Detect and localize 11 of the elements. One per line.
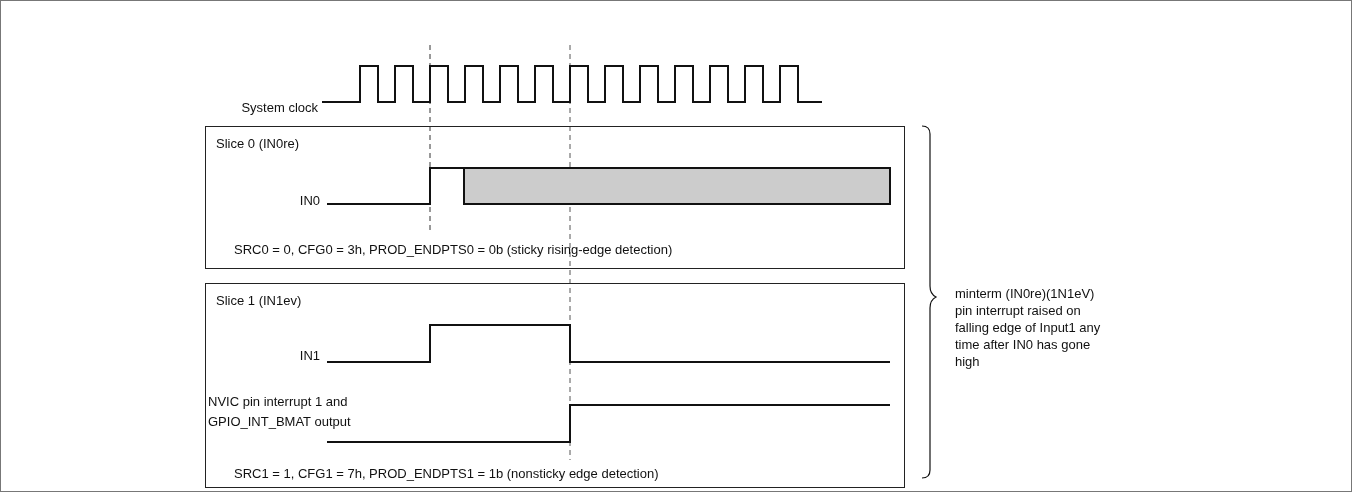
signal-label: IN0 bbox=[298, 192, 320, 209]
signal-label: NVIC pin interrupt 1 and GPIO_INT_BMAT output bbox=[208, 393, 352, 431]
signal-label: IN1 bbox=[298, 347, 320, 364]
config-note: SRC0 = 0, CFG0 = 3h, PROD_ENDPTS0 = 0b (sticky rising-edge detection) bbox=[234, 241, 673, 258]
slice-panel bbox=[205, 126, 905, 269]
slice-panel bbox=[205, 283, 905, 488]
panel-heading: Slice 1 (IN1ev) bbox=[216, 292, 302, 309]
config-note: SRC1 = 1, CFG1 = 7h, PROD_ENDPTS1 = 1b (nonsticky edge detection) bbox=[234, 465, 659, 482]
signal-label: System clock bbox=[240, 99, 318, 116]
note-text: minterm (IN0re)(1N1eV) pin interrupt raised on falling edge of Input1 any time after IN0 has gone high bbox=[955, 285, 1102, 370]
panel-heading: Slice 0 (IN0re) bbox=[216, 135, 300, 152]
